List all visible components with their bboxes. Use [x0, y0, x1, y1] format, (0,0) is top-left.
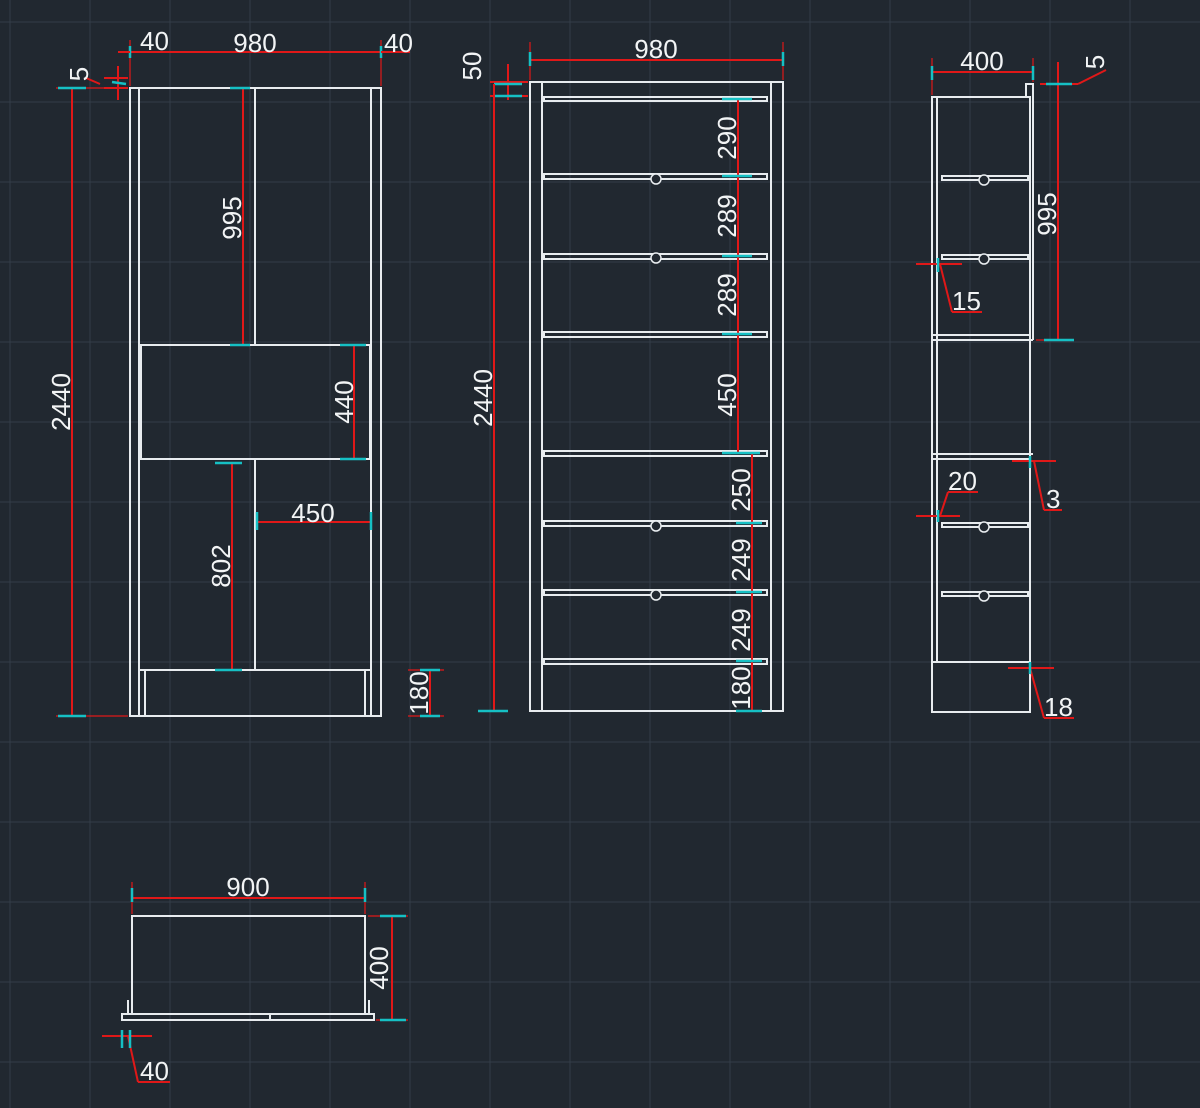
plan-view: 900 400 40 [102, 872, 408, 1086]
plan-edge-label: 40 [140, 1056, 169, 1086]
side-gap-label: 3 [1046, 484, 1060, 514]
plan-depth-label: 400 [364, 946, 394, 989]
shelf-plinth-label: 180 [726, 666, 756, 709]
front-width-label: 980 [233, 28, 276, 58]
side-cabinet-outline [931, 83, 1034, 713]
side-upper-height-label: 995 [1032, 192, 1062, 235]
front-middle-height-label: 440 [329, 380, 359, 423]
side-depth-label: 400 [960, 46, 1003, 76]
shelf-width-label: 980 [634, 34, 677, 64]
shelf-cabinet-outline [529, 81, 784, 712]
side-pin-3 [978, 521, 990, 533]
shelf-board-4 [543, 450, 768, 457]
shelf-outer-frame [529, 81, 784, 712]
shelf-spacing-4-label: 450 [712, 373, 742, 416]
front-right-thickness-label: 40 [384, 28, 413, 58]
shelf-view: 980 50 2440 290 289 289 [457, 34, 785, 713]
shelf-board-7 [543, 658, 768, 665]
plan-width-label: 900 [226, 872, 269, 902]
shelf-dimensions: 980 50 2440 290 289 289 [457, 34, 785, 713]
shelf-board-3 [543, 331, 768, 338]
side-pin-1 [978, 174, 990, 186]
side-pin-4 [978, 590, 990, 602]
plan-outline [121, 915, 375, 1021]
front-left-thickness-label: 40 [140, 26, 169, 56]
front-lower-height-label: 802 [206, 544, 236, 587]
front-cabinet-outline [129, 87, 382, 717]
side-top-lip [1025, 83, 1034, 340]
side-pin-2 [978, 253, 990, 265]
plan-front-edge [121, 1013, 375, 1021]
front-top-offset-label: 5 [64, 67, 94, 81]
shelf-spacing-6-label: 249 [726, 538, 756, 581]
shelf-height-label: 2440 [468, 369, 498, 427]
shelf-spacing-5-label: 250 [726, 468, 756, 511]
shelf-pin-3 [650, 520, 662, 532]
shelf-top-board [543, 96, 768, 102]
front-dimensions: 40 980 40 5 2440 995 440 [46, 26, 444, 718]
front-view: 40 980 40 5 2440 995 440 [46, 26, 444, 718]
side-outer-frame [931, 96, 1031, 713]
side-inset-lower-label: 20 [948, 466, 977, 496]
shelf-pin-2 [650, 252, 662, 264]
front-plinth-height-label: 180 [404, 671, 434, 714]
shelf-spacing-2-label: 289 [712, 194, 742, 237]
side-plinth-offset-label: 18 [1044, 692, 1073, 722]
shelf-spacing-7-label: 249 [726, 608, 756, 651]
side-view: 400 5 995 15 20 [916, 46, 1110, 722]
shelf-spacing-3-label: 289 [712, 273, 742, 316]
shelf-spacing-1-label: 290 [712, 116, 742, 159]
shelf-pin-1 [650, 173, 662, 185]
side-top-offset-label: 5 [1080, 55, 1110, 69]
side-inset-upper-label: 15 [952, 286, 981, 316]
front-lower-width-label: 450 [291, 498, 334, 528]
front-height-label: 2440 [46, 373, 76, 431]
shelf-top-offset-label: 50 [457, 52, 487, 81]
plan-dimensions: 900 400 40 [102, 872, 408, 1086]
front-upper-height-label: 995 [217, 196, 247, 239]
shelf-pin-4 [650, 589, 662, 601]
side-dimensions: 400 5 995 15 20 [916, 46, 1110, 722]
